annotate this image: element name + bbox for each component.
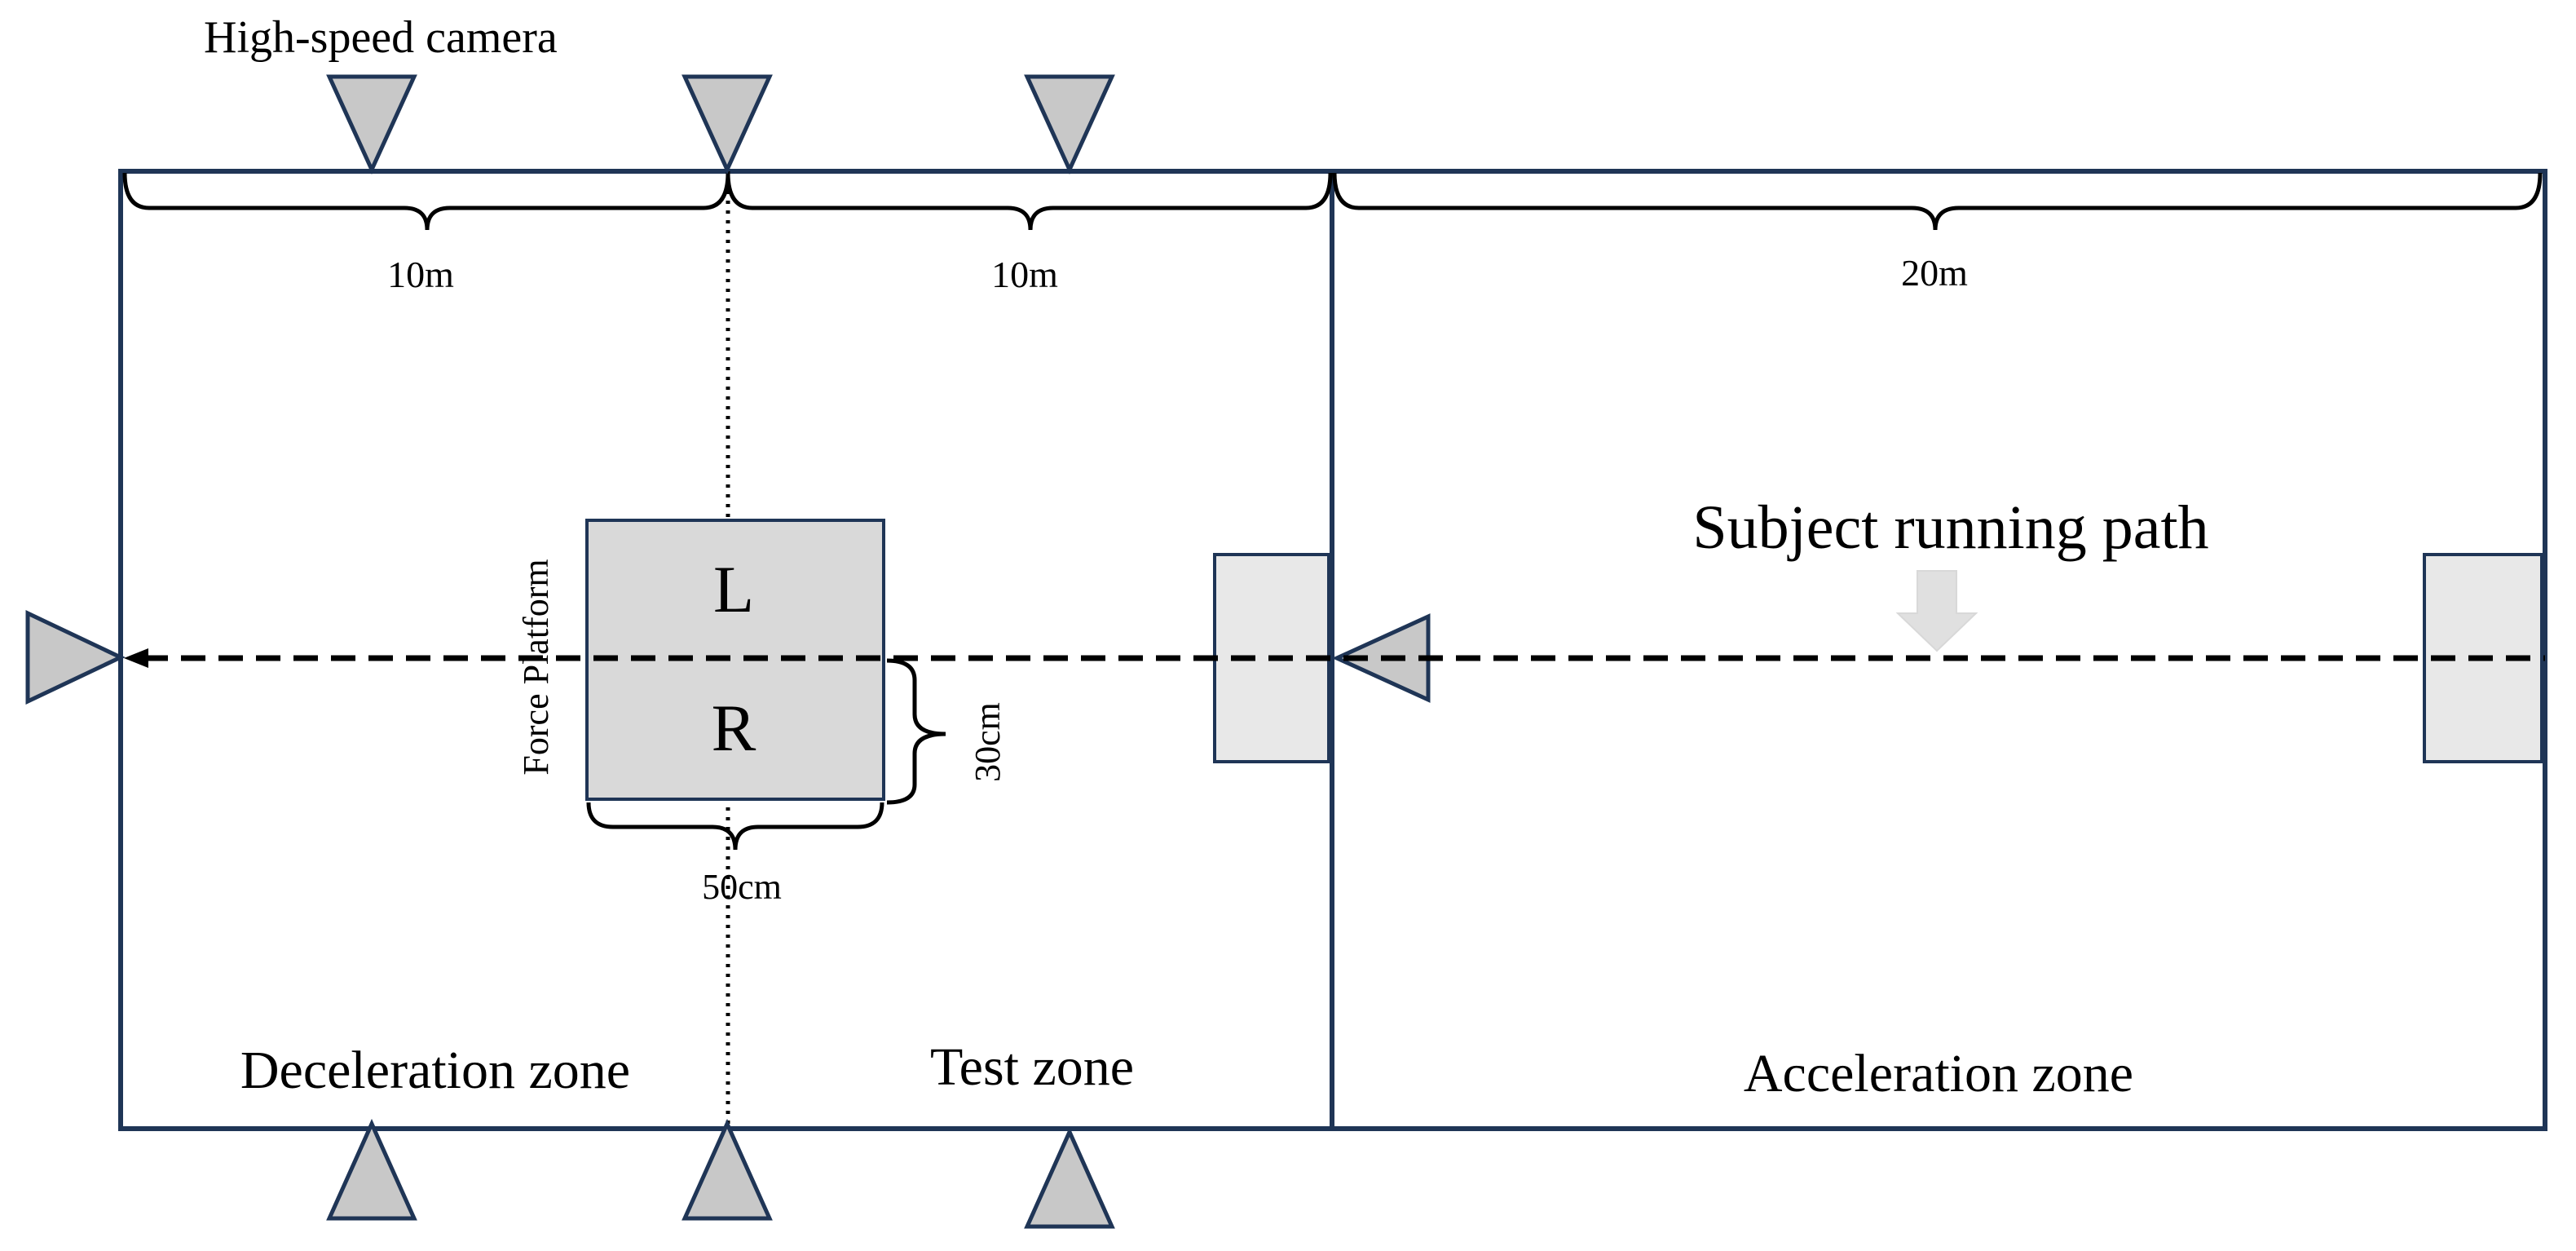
camera-side-left-icon bbox=[25, 610, 126, 705]
camera-top-1-icon bbox=[326, 74, 417, 175]
platform-width-label: 50cm bbox=[702, 867, 782, 907]
camera-top-2-icon bbox=[681, 74, 773, 175]
running-direction-arrowhead-icon bbox=[124, 648, 148, 668]
deceleration-zone-label: Deceleration zone bbox=[240, 1041, 630, 1100]
brace-platform-height bbox=[886, 658, 946, 805]
right-foot-label: R bbox=[712, 691, 756, 765]
dim-right-label: 20m bbox=[1901, 252, 1968, 294]
acceleration-area-boundary bbox=[1330, 169, 2547, 1131]
acceleration-zone-label: Acceleration zone bbox=[1744, 1044, 2133, 1103]
brace-left-10m bbox=[122, 172, 730, 231]
path-direction-arrow-icon bbox=[1895, 570, 1978, 652]
test-zone-label: Test zone bbox=[930, 1037, 1134, 1097]
platform-height-label: 30cm bbox=[968, 702, 1008, 782]
force-platform-label: Force Platform bbox=[516, 559, 556, 775]
camera-bottom-1-icon bbox=[326, 1118, 417, 1221]
brace-platform-width bbox=[586, 802, 884, 851]
dim-left-label: 10m bbox=[387, 254, 454, 295]
camera-bottom-2-icon bbox=[681, 1118, 773, 1221]
brace-mid-10m bbox=[726, 172, 1333, 231]
camera-bottom-3-icon bbox=[1024, 1126, 1115, 1229]
dim-mid-label: 10m bbox=[991, 254, 1058, 295]
brace-right-20m bbox=[1332, 172, 2543, 231]
left-foot-label: L bbox=[713, 552, 754, 626]
camera-top-3-icon bbox=[1024, 74, 1115, 175]
running-path-label: Subject running path bbox=[1692, 493, 2208, 562]
camera-label: High-speed camera bbox=[204, 12, 558, 63]
